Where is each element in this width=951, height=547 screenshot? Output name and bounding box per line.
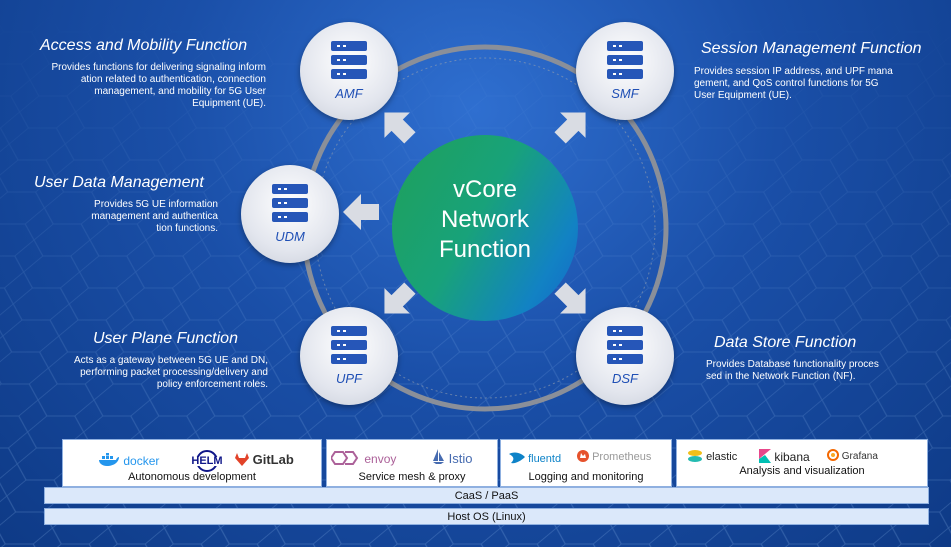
arrow-to-dsf <box>554 282 586 314</box>
arrow-to-upf <box>384 282 416 314</box>
panel-autonomous-development: docker HELM GitLab Autonomous developmen… <box>62 439 322 487</box>
gitlab-logo: GitLab <box>235 452 294 467</box>
fluentd-bird-icon <box>509 452 525 464</box>
node-udm[interactable]: UDM <box>241 165 339 263</box>
panel-service-mesh: envoy Istio Service mesh & proxy <box>326 439 498 487</box>
istio-logo: Istio <box>433 449 472 466</box>
server-icon <box>272 184 308 222</box>
prometheus-logo: Prometheus <box>577 450 651 463</box>
node-smf-label: SMF <box>611 86 639 101</box>
node-smf[interactable]: SMF <box>576 22 674 120</box>
envoy-logo: envoy <box>329 450 396 466</box>
kibana-logo: kibana <box>759 449 810 464</box>
upf-title: User Plane Function <box>93 330 238 347</box>
panel-caption: Autonomous development <box>128 471 256 483</box>
istio-sail-icon <box>433 449 444 464</box>
docker-logo: docker <box>98 453 159 468</box>
node-dsf[interactable]: DSF <box>576 307 674 405</box>
amf-description: Provides functions for delivering signal… <box>51 62 266 109</box>
platform-stack: docker HELM GitLab Autonomous developmen… <box>44 437 929 529</box>
upf-description: Acts as a gateway between 5G UE and DN,p… <box>74 355 268 390</box>
node-upf[interactable]: UPF <box>300 307 398 405</box>
server-icon <box>607 41 643 79</box>
host-os-layer: Host OS (Linux) <box>44 508 929 525</box>
helm-logo: HELM <box>191 449 223 476</box>
node-amf[interactable]: AMF <box>300 22 398 120</box>
server-icon <box>331 41 367 79</box>
node-amf-label: AMF <box>335 86 363 101</box>
node-dsf-label: DSF <box>612 371 638 386</box>
grafana-icon <box>827 449 839 461</box>
server-icon <box>607 326 643 364</box>
core-title: vCore Network Function <box>438 176 532 263</box>
panel-caption: Service mesh & proxy <box>358 471 466 483</box>
docker-whale-icon <box>99 453 119 466</box>
arrow-to-udm <box>343 194 379 230</box>
dsf-title: Data Store Function <box>714 334 857 351</box>
amf-title: Access and Mobility Function <box>40 37 248 54</box>
udm-title: User Data Management <box>34 174 204 191</box>
elastic-icon <box>688 450 702 462</box>
node-upf-label: UPF <box>336 371 362 386</box>
node-udm-label: UDM <box>275 229 305 244</box>
prometheus-flame-icon <box>577 450 589 462</box>
kibana-icon <box>759 449 771 463</box>
core-vcore-network-function[interactable]: vCore Network Function <box>392 135 578 321</box>
arrow-to-amf <box>384 112 416 144</box>
smf-description: Provides session IP address, and UPF man… <box>694 66 893 101</box>
panel-caption: Logging and monitoring <box>528 471 644 483</box>
envoy-icon <box>329 451 359 465</box>
fluentd-logo: fluentd <box>509 451 561 465</box>
smf-title: Session Management Function <box>701 40 922 57</box>
server-icon <box>331 326 367 364</box>
gitlab-fox-icon <box>235 453 249 466</box>
panel-analysis-visualization: elastic kibana Grafana Analysis and visu… <box>676 439 928 487</box>
panel-caption: Analysis and visualization <box>739 465 865 477</box>
panel-logging-monitoring: fluentd Prometheus Logging and monitorin… <box>500 439 672 487</box>
grafana-logo: Grafana <box>827 449 878 462</box>
arrow-to-smf <box>554 112 586 144</box>
elastic-logo: elastic <box>687 449 737 463</box>
caas-paas-layer: CaaS / PaaS <box>44 487 929 504</box>
helm-icon <box>194 450 220 472</box>
